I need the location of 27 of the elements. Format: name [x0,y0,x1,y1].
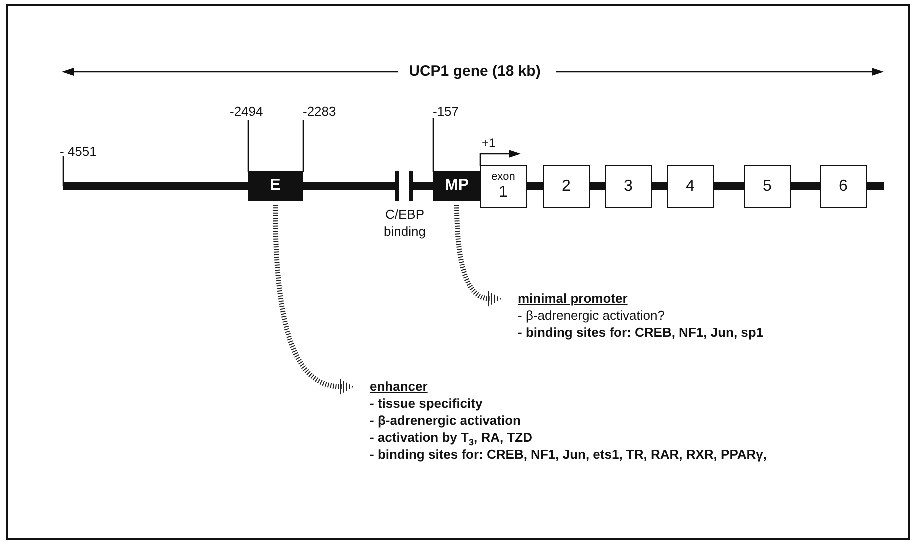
annotation-item: - β-adrenergic activation? [518,307,665,324]
exon-number: 1 [499,184,508,202]
promoter-box: MP [433,171,481,201]
annotation-item: - binding sites for: CREB, NF1, Jun, sp1 [518,324,764,341]
position-number: +1 [482,136,496,150]
annotation-item: - activation by T$_{3}$, RA, TZD [370,429,532,446]
position-number: -157 [433,104,460,119]
site-label: C/EBP binding [383,206,427,240]
exon-box: 4 [667,165,714,208]
annotation-item: - binding sites for: CREB, NF1, Jun, ets1, TR, RAR, RXR, PPARγ, [370,446,768,463]
annotation-item: - tissue specificity [370,395,483,412]
hatched-arrow [273,204,354,395]
exon-box: 5 [744,165,791,208]
exon-box: 2 [543,165,590,208]
enhancer-box: E [248,171,303,201]
position-number: -2283 [303,104,336,119]
exon-label: exon [492,171,516,184]
position-number: -2494 [230,104,264,119]
annotation-item: - β-adrenergic activation [370,412,521,429]
annotation-heading: minimal promoter [518,290,628,307]
exon-box [480,165,527,208]
exon-box: 3 [605,165,652,208]
gene-title: UCP1 gene (18 kb) [408,63,542,80]
annotation-heading: enhancer [370,378,428,395]
hatched-arrow [454,204,502,307]
position-number: - 4551 [60,144,97,159]
exon-box: 6 [820,165,867,208]
